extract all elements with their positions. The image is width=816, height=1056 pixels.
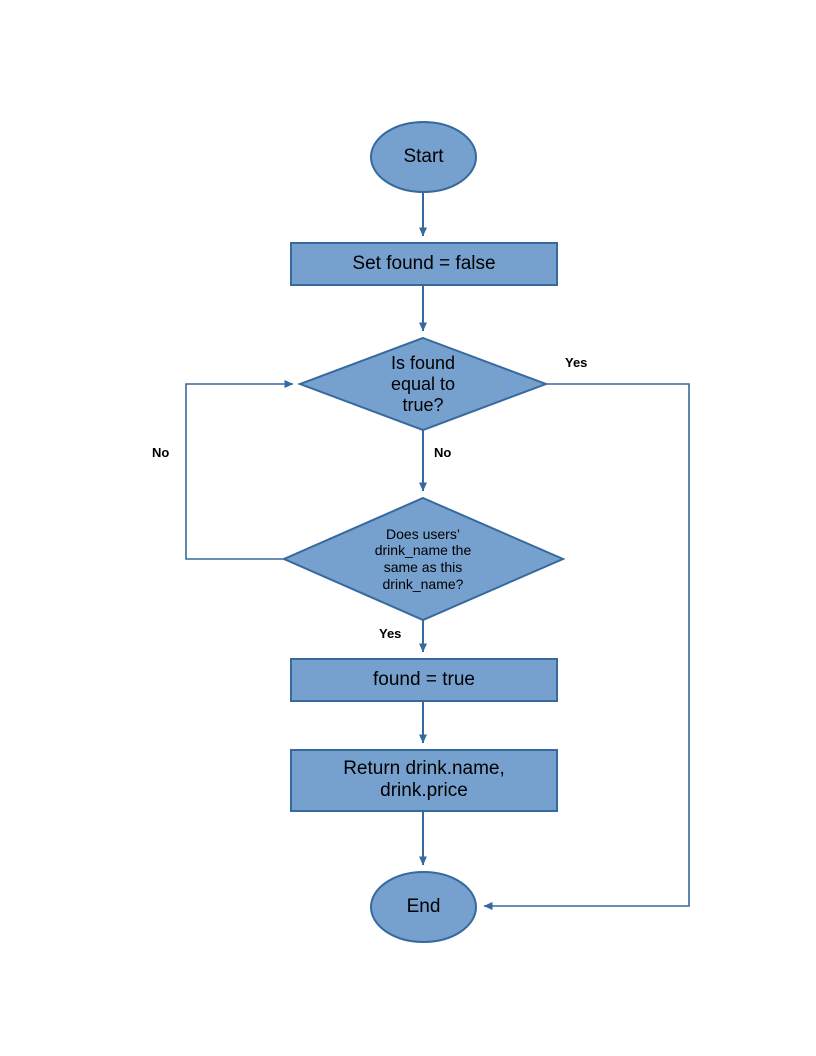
edge-label-is-found-yes: Yes <box>565 355 588 370</box>
node-end[interactable] <box>370 871 477 943</box>
node-found-true[interactable] <box>290 658 558 702</box>
node-start[interactable] <box>370 121 477 193</box>
edge-label-drink-name-no: No <box>152 445 170 460</box>
edge-is-found-yes-to-end <box>483 383 690 910</box>
node-return[interactable] <box>290 749 558 812</box>
node-is-found-decision[interactable] <box>297 336 549 432</box>
edge-label-drink-name-yes: Yes <box>379 626 402 641</box>
edge-drink-name-no-to-is-found <box>185 380 294 560</box>
node-drink-name-decision[interactable] <box>281 496 566 622</box>
edge-label-is-found-no: No <box>434 445 452 460</box>
node-set-found[interactable] <box>290 242 558 286</box>
